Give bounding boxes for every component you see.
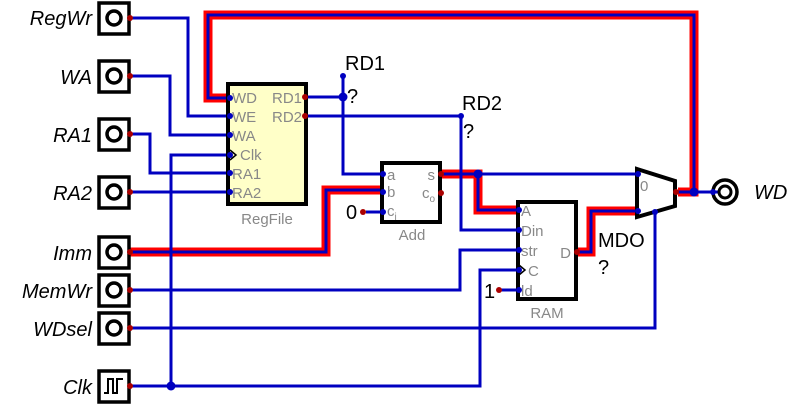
- wire-mdo: [575, 209, 638, 254]
- ram-port-a: A: [521, 203, 531, 220]
- ram-port-c: C: [528, 263, 539, 280]
- input-clk[interactable]: Clk: [63, 369, 133, 404]
- probe-rd2-tip: [458, 113, 464, 119]
- adder-component[interactable]: a b ci s co Add: [380, 161, 444, 244]
- adder-port-a: a: [387, 167, 396, 184]
- junction-rd1: [338, 92, 348, 102]
- input-box[interactable]: [97, 59, 131, 94]
- mux-select-label: 0: [640, 178, 648, 195]
- probe-label: MDO: [598, 230, 645, 252]
- input-terminals: RegWr WA RA1 RA2 Imm: [22, 1, 133, 404]
- ram-name: RAM: [530, 305, 563, 322]
- input-knob-icon: [105, 243, 123, 261]
- probe-mdo[interactable]: MDO ?: [598, 230, 645, 279]
- input-label: RA2: [53, 183, 92, 205]
- wire-clk-trunk: [128, 153, 230, 388]
- input-wa[interactable]: WA: [60, 59, 133, 94]
- input-label: Clk: [63, 377, 93, 399]
- regfile-port-rd1: RD1: [272, 90, 302, 107]
- junction-wd: [689, 187, 699, 197]
- input-label: WDsel: [33, 319, 92, 341]
- clock-edge-icon: [518, 264, 527, 276]
- output-label: WD: [754, 182, 787, 204]
- mux-component[interactable]: 0: [635, 166, 679, 220]
- probe-rd2[interactable]: RD2 ?: [462, 93, 502, 143]
- input-box[interactable]: [97, 235, 131, 270]
- input-knob-icon: [105, 319, 123, 337]
- probe-rd1[interactable]: RD1 ?: [345, 53, 385, 108]
- wire-wa: [128, 74, 230, 137]
- ram-port-din: Din: [521, 223, 544, 240]
- wire-add-s-ram: [476, 174, 518, 212]
- regfile-port-rd2: RD2: [272, 109, 302, 126]
- input-label: RegWr: [30, 8, 94, 30]
- input-box[interactable]: [97, 311, 131, 346]
- input-label: WA: [60, 67, 92, 89]
- adder-port-ci: ci: [387, 203, 397, 223]
- adder-port-co: co: [422, 185, 436, 205]
- probe-value: ?: [598, 257, 609, 279]
- wire-wdsel: [128, 210, 657, 330]
- wire-wd-feedback: [206, 13, 696, 192]
- adder-port-s: s: [428, 167, 436, 184]
- regfile-port-ra1: RA1: [232, 166, 261, 183]
- wire-imm: [128, 188, 382, 254]
- mux-body[interactable]: [635, 166, 677, 220]
- input-knob-icon: [105, 125, 123, 143]
- input-knob-icon: [105, 183, 123, 201]
- regfile-component[interactable]: WD WE WA Clk RA1 RA2 RD1 RD2 RegFile: [226, 82, 308, 228]
- wire-memwr: [128, 248, 518, 292]
- wire-regwr: [128, 16, 230, 118]
- input-ra2[interactable]: RA2: [53, 175, 133, 210]
- input-box[interactable]: [97, 1, 131, 36]
- probe-value: ?: [347, 86, 358, 108]
- ram-port-d: D: [560, 245, 571, 262]
- input-knob-icon: [105, 281, 123, 299]
- wire-rd1: [304, 95, 382, 176]
- input-memwr[interactable]: MemWr: [22, 273, 133, 308]
- ram-port-str: str: [521, 243, 538, 260]
- input-knob-icon: [105, 67, 123, 85]
- input-box[interactable]: [97, 117, 131, 152]
- output-wd[interactable]: WD: [710, 178, 787, 206]
- probe-label: RD2: [462, 93, 502, 115]
- regfile-name: RegFile: [241, 211, 293, 228]
- input-wdsel[interactable]: WDsel: [33, 311, 133, 346]
- probe-value: ?: [463, 121, 474, 143]
- input-box[interactable]: [97, 273, 131, 308]
- input-ra1[interactable]: RA1: [53, 117, 133, 152]
- adder-name: Add: [399, 227, 426, 244]
- regfile-port-wd: WD: [232, 90, 257, 107]
- input-label: RA1: [53, 125, 92, 147]
- input-imm[interactable]: Imm: [53, 235, 133, 270]
- regfile-body[interactable]: [226, 82, 308, 206]
- regfile-port-ra2: RA2: [232, 185, 261, 202]
- input-label: MemWr: [22, 281, 93, 303]
- clock-wave-icon: [104, 378, 123, 394]
- wires: [128, 13, 718, 388]
- constant-ci: 0: [346, 202, 357, 224]
- junction-add-s: [473, 169, 483, 179]
- junction-clk: [166, 381, 176, 391]
- wire-ra1: [128, 132, 230, 175]
- input-label: Imm: [53, 243, 92, 265]
- probe-label: RD1: [345, 53, 385, 75]
- constant-ld: 1: [484, 281, 495, 303]
- regfile-port-wa: WA: [232, 128, 256, 145]
- regfile-port-clk: Clk: [240, 147, 262, 164]
- input-knob-icon: [105, 9, 123, 27]
- adder-port-b: b: [387, 184, 395, 201]
- ram-component[interactable]: A Din str C ld D RAM: [516, 200, 580, 322]
- probe-rd1-tip: [340, 73, 346, 79]
- clock-edge-icon: [229, 149, 238, 161]
- input-box[interactable]: [97, 175, 131, 210]
- regfile-port-we: WE: [232, 109, 256, 126]
- input-regwr[interactable]: RegWr: [30, 1, 133, 36]
- ram-port-ld: ld: [521, 283, 533, 300]
- adder-body[interactable]: [380, 161, 442, 224]
